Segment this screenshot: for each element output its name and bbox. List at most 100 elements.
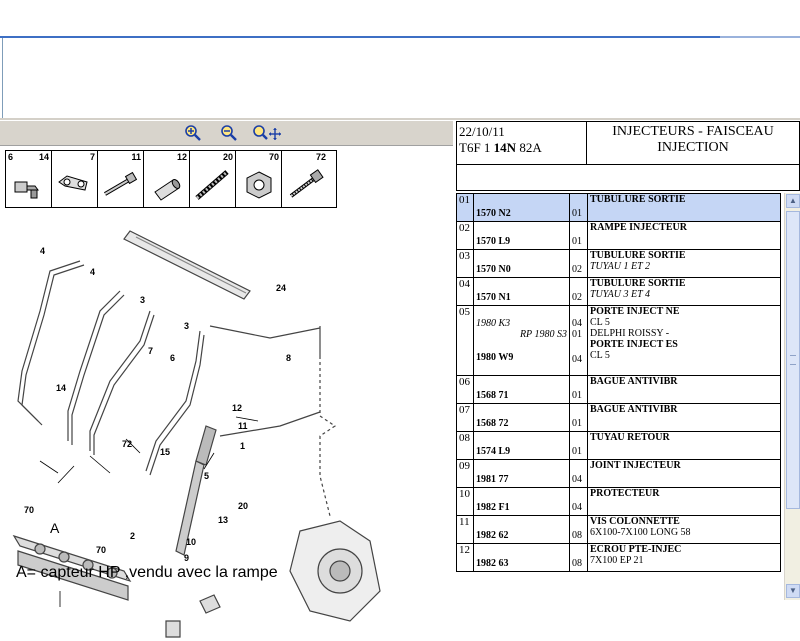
qty-main: 02 (572, 292, 582, 303)
qty-main: 04 (572, 502, 582, 513)
part-cell-12[interactable]: 12 (144, 151, 190, 207)
diagram-pane: 6 14 7 11 (0, 121, 453, 638)
row-desc: TUBULURE SORTIE (587, 193, 781, 222)
ref-main: 1570 N2 (476, 208, 511, 219)
desc-main: TUYAU RETOUR (590, 432, 670, 443)
ref-main: 1570 L9 (476, 236, 511, 247)
row-index: 07 (456, 403, 474, 432)
ref-main: 1982 62 (476, 530, 509, 541)
header-title-line2: INJECTION (657, 140, 729, 155)
bolt-icon (289, 169, 324, 198)
zoom-in-icon[interactable] (183, 124, 203, 142)
row-ref: 1568 72 (473, 403, 570, 432)
callout-label: 70 (96, 545, 106, 555)
header-date: 22/10/11 (459, 124, 505, 139)
row-qty: 01 (569, 375, 588, 404)
row-ref: 1981 77 (473, 459, 570, 488)
row-qty: 04 (569, 459, 588, 488)
part-cell-6-14[interactable]: 6 14 (6, 151, 52, 207)
qty-main: 08 (572, 530, 582, 541)
qty-main: 01 (572, 208, 582, 219)
row-desc: TUYAU RETOUR (587, 431, 781, 460)
row-index-text: 03 (459, 250, 470, 262)
row-index-text: 01 (459, 194, 470, 206)
row-index-text: 08 (459, 432, 470, 444)
callout-label: 6 (170, 353, 175, 363)
ref-main: 1570 N1 (476, 292, 511, 303)
header-code: T6F 1 14N 82A (459, 140, 584, 156)
desc-main: RAMPE INJECTEUR (590, 222, 687, 233)
ref-main: 1982 F1 (476, 502, 510, 513)
top-accent-line (0, 36, 720, 38)
desc-main: VIS COLONNETTE (590, 516, 680, 527)
callout-label: 14 (56, 383, 66, 393)
callout-label: 24 (276, 283, 286, 293)
table-row[interactable]: 01 1570 N2 01 TUBULURE SORTIE (456, 193, 781, 222)
threaded-rod-icon (195, 170, 229, 200)
part-cell-20[interactable]: 20 (190, 151, 236, 207)
desc-main: BAGUE ANTIVIBR (590, 404, 678, 415)
part-number: 14 (38, 152, 49, 162)
row-index-text: 02 (459, 222, 470, 234)
desc-main: PROTECTEUR (590, 488, 660, 499)
qty-alt: 04 (572, 318, 582, 329)
callout-label: 1 (240, 441, 245, 451)
row-ref: 1570 N0 (473, 249, 570, 278)
row-desc: BAGUE ANTIVIBR (587, 375, 781, 404)
row-desc: RAMPE INJECTEUR (587, 221, 781, 250)
scroll-thumb[interactable] (786, 211, 800, 509)
row-ref: 1982 63 (473, 543, 570, 572)
row-index: 06 (456, 375, 474, 404)
row-index: 03 (456, 249, 474, 278)
row-index-text: 05 (459, 306, 470, 318)
desc-main: TUBULURE SORTIE (590, 278, 686, 289)
scroll-down-icon[interactable]: ▼ (786, 584, 800, 598)
part-cell-70[interactable]: 70 (236, 151, 282, 207)
desc-line: DELPHI ROISSY - (590, 328, 670, 339)
callout-label: 10 (186, 537, 196, 547)
desc-line: 6X100-7X100 LONG 58 (590, 527, 691, 538)
part-cell-72[interactable]: 72 (282, 151, 328, 207)
row-index: 02 (456, 221, 474, 250)
part-cell-11[interactable]: 11 (98, 151, 144, 207)
ref-alt: RP 1980 S3 (519, 329, 567, 340)
row-qty: 01 (569, 431, 588, 460)
part-number: 20 (222, 152, 233, 162)
row-desc: JOINT INJECTEUR (587, 459, 781, 488)
row-index: 08 (456, 431, 474, 460)
row-index-text: 07 (459, 404, 470, 416)
part-cell-7[interactable]: 7 (52, 151, 98, 207)
diagram-caption: A= capteur HP ,vendu avec la rampe (16, 564, 278, 581)
scroll-up-icon[interactable]: ▲ (786, 194, 800, 208)
vertical-scrollbar[interactable]: ▲ ▼ (784, 193, 800, 600)
callout-label: 12 (232, 403, 242, 413)
ref-main: 1981 77 (476, 474, 509, 485)
header-meta: 22/10/11 T6F 1 14N 82A (457, 122, 587, 164)
row-index: 11 (456, 515, 474, 544)
callout-label: 15 (160, 447, 170, 457)
callout-label: 3 (184, 321, 189, 331)
zoom-pan-icon[interactable] (252, 124, 282, 142)
row-desc: BAGUE ANTIVIBR (587, 403, 781, 432)
desc-line: CL 5 (590, 317, 610, 328)
part-number: 72 (315, 152, 326, 162)
divider (0, 118, 800, 120)
part-number: 11 (131, 152, 141, 162)
qty-alt: 01 (572, 329, 582, 340)
zoom-out-icon[interactable] (219, 124, 239, 142)
